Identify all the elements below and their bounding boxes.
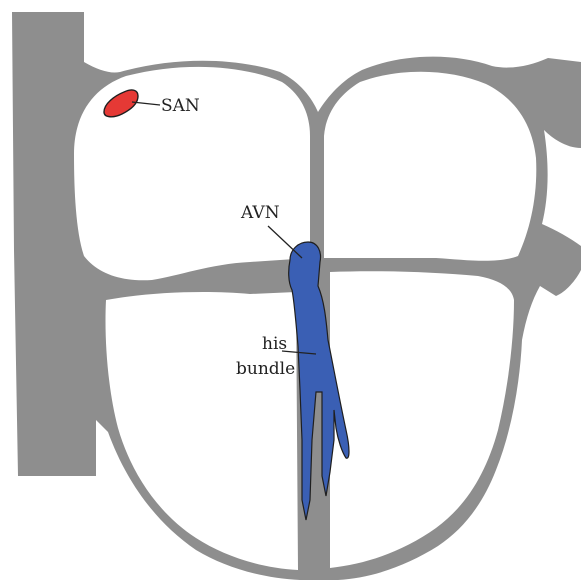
avn-label: AVN — [240, 203, 280, 223]
his-bundle-label-line2: bundle — [236, 359, 295, 379]
avn-leader-line — [268, 226, 302, 258]
his-bundle-label-line1: his — [262, 334, 287, 354]
san-node — [104, 90, 138, 117]
san-label: SAN — [161, 96, 200, 116]
